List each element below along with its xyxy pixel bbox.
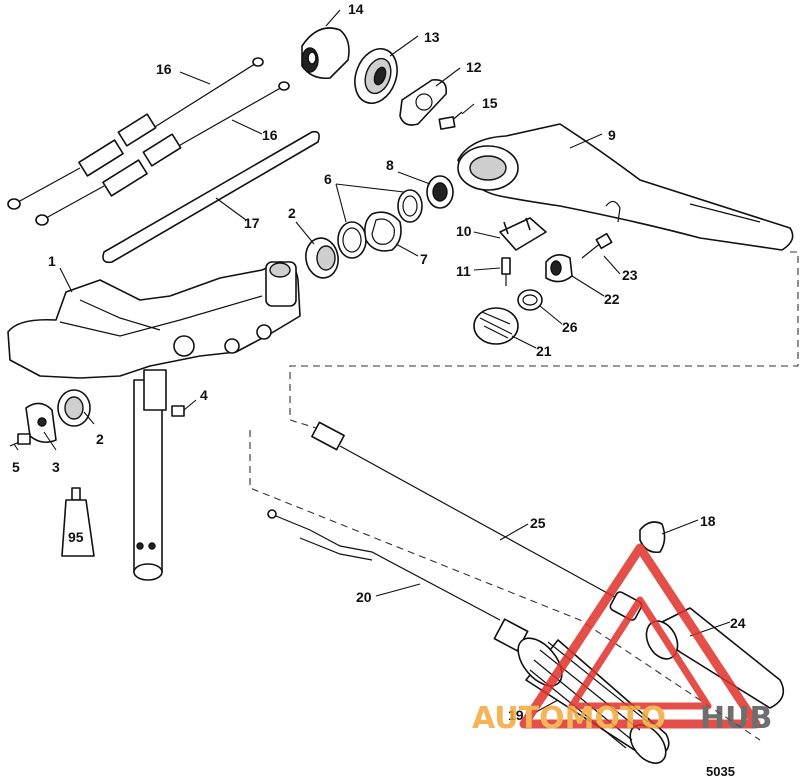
callout-16-upper: 16 — [156, 61, 172, 77]
clamp-22 — [545, 254, 573, 283]
watermark-text-left: AUTOMOTO — [472, 701, 666, 736]
watermark-triangle-outer — [519, 543, 761, 729]
callout-16-lower: 16 — [262, 127, 278, 143]
steering-rod — [102, 130, 320, 264]
bolt-23 — [581, 232, 613, 259]
callout-18: 18 — [700, 513, 716, 529]
callout-22: 22 — [604, 291, 620, 307]
callout-9: 9 — [608, 127, 616, 143]
gas-spring-lower — [35, 81, 290, 226]
callout-24: 24 — [730, 615, 746, 631]
callout-12: 12 — [466, 59, 482, 75]
clip-3 — [25, 402, 57, 444]
callout-19: 19 — [508, 707, 524, 723]
watermark-logo: AUTOMOTO HUB — [472, 543, 772, 736]
spring-26 — [517, 289, 543, 311]
swivel-bracket-1 — [7, 261, 301, 379]
callout-1: 1 — [48, 253, 56, 269]
callout-10: 10 — [456, 223, 472, 239]
tiller-handle-9 — [457, 123, 794, 251]
callout-13: 13 — [424, 29, 440, 45]
callout-6: 6 — [324, 171, 332, 187]
callout-numbers: 1 2 2 3 4 5 6 7 8 9 10 11 12 13 14 15 16… — [12, 1, 746, 723]
swivel-shaft — [133, 369, 167, 581]
callout-25: 25 — [530, 515, 546, 531]
callout-2-lower: 2 — [96, 431, 104, 447]
callout-11: 11 — [456, 263, 471, 279]
callout-3: 3 — [52, 459, 60, 475]
bushing-13 — [354, 48, 398, 104]
gas-spring-upper — [7, 57, 264, 210]
callout-7: 7 — [420, 251, 428, 267]
callout-26: 26 — [562, 319, 578, 335]
knob-21 — [473, 307, 519, 345]
callout-8: 8 — [386, 157, 394, 173]
bracket-10 — [499, 217, 547, 251]
watermark-text-right: HUB — [700, 701, 772, 736]
callout-14: 14 — [348, 1, 364, 17]
sealant-label: 95 — [68, 529, 84, 545]
callout-20: 20 — [356, 589, 372, 605]
callout-15: 15 — [482, 95, 498, 111]
ring-8 — [426, 175, 454, 209]
stop-cable-20 — [267, 509, 529, 652]
sealant-tube: 95 — [61, 487, 95, 557]
callout-4: 4 — [200, 387, 208, 403]
ring-2-lower — [57, 389, 91, 427]
screw-11 — [501, 257, 511, 286]
screw-15 — [438, 111, 463, 130]
callout-21: 21 — [536, 343, 552, 359]
throttle-cable-25 — [311, 421, 643, 621]
plate-12 — [399, 78, 448, 126]
callout-5: 5 — [12, 459, 20, 475]
callout-2-upper: 2 — [288, 205, 296, 221]
screw-5 — [9, 433, 31, 447]
callout-17: 17 — [244, 215, 260, 231]
seal-7 — [364, 211, 402, 252]
callout-23: 23 — [622, 267, 638, 283]
ring-6a — [337, 221, 367, 259]
document-number: 5035 — [706, 764, 735, 779]
ring-2-upper — [305, 237, 339, 279]
screw-4 — [171, 405, 185, 417]
watermark-triangle-inner — [568, 596, 712, 710]
ring-6b — [397, 189, 423, 223]
clamp-14 — [301, 27, 350, 80]
leader-lines — [13, 9, 731, 713]
dashed-boundary — [249, 251, 799, 741]
ring-18 — [639, 521, 666, 554]
